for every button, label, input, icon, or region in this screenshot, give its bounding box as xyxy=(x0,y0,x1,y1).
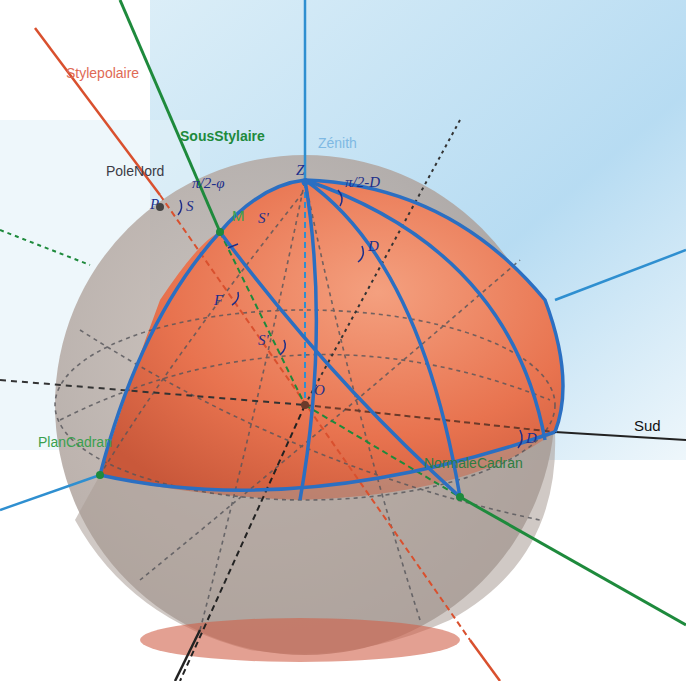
axis-label: Sud xyxy=(634,418,661,435)
angle-label: S' xyxy=(258,332,269,349)
angle-label: D xyxy=(368,238,379,255)
angle-label: π/2-D xyxy=(345,174,380,191)
axis-label: Stylepolaire xyxy=(66,66,139,81)
point-label: NormaleCadran xyxy=(424,456,523,471)
angle-label: P xyxy=(150,196,159,213)
angle-label: F xyxy=(214,292,223,309)
point-label: PlanCadran xyxy=(38,435,112,450)
point-label: M xyxy=(232,208,245,225)
angle-label: π/2-φ xyxy=(192,175,224,192)
angle-label: S' xyxy=(258,210,269,227)
angle-label: D xyxy=(526,430,537,447)
point-label: PoleNord xyxy=(106,164,164,179)
angle-label: S xyxy=(186,198,194,215)
axis-label: Zénith xyxy=(318,136,357,151)
point-label: Z xyxy=(296,162,304,179)
point-label: O xyxy=(314,382,325,399)
axis-label: SousStylaire xyxy=(180,129,265,144)
